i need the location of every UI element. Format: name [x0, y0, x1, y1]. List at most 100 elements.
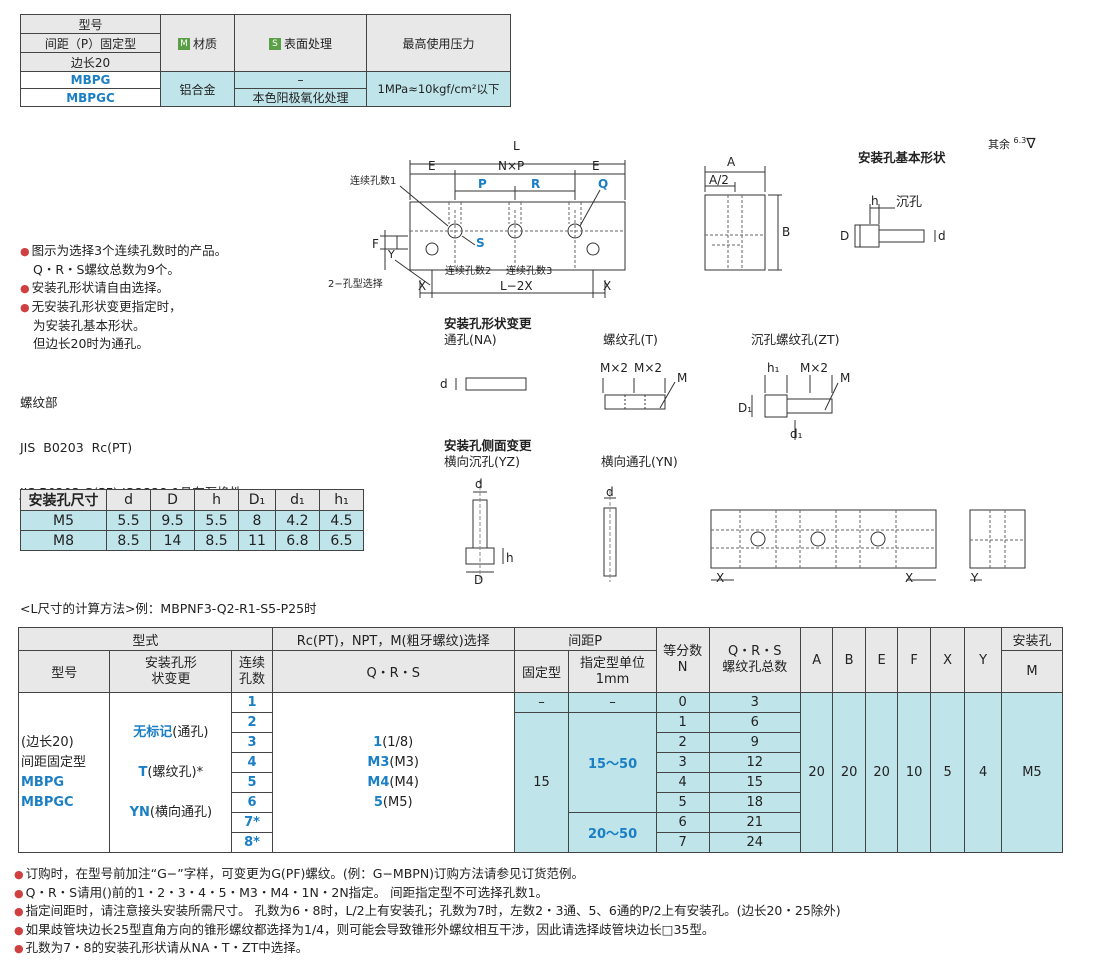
dim-yn-d: d — [606, 485, 614, 499]
main-cont: 1 — [231, 692, 273, 713]
footnotes: ●订购时，在型号前加注“G−”字样，可变更为G(PF)螺纹。(例：G−MBPN)… — [14, 865, 841, 958]
main-header-fixed: 固定型 — [513, 650, 570, 693]
dim-h: h — [871, 194, 879, 208]
label-yz: 横向沉孔(YZ) — [444, 454, 520, 469]
dim-bottom-Y: Y — [970, 571, 979, 585]
label-two-hole: 2−孔型选择 — [328, 277, 383, 290]
dim-header-1: d — [105, 489, 152, 511]
footnote-1: ●订购时，在型号前加注“G−”字样，可变更为G(PF)螺纹。(例：G−MBPN)… — [14, 866, 585, 881]
dim-yz-d: d — [475, 477, 483, 491]
dim-B: B — [782, 225, 790, 239]
dim-Y: Y — [387, 248, 395, 261]
main-cont: 2 — [231, 712, 273, 733]
main-header-total: Q・R・S 螺纹孔总数 — [708, 627, 801, 693]
main-header-model: 型号 — [17, 650, 111, 693]
label-yn: 横向通孔(YN) — [601, 454, 678, 469]
main-qrs-cell: 1(1/8) M3(M3) M4(M4) 5(M5) — [271, 692, 515, 853]
note-2: ●安装孔形状请自由选择。 — [20, 280, 170, 295]
dim-L: L — [513, 139, 520, 153]
label-zt: 沉孔螺纹孔(ZT) — [751, 332, 839, 347]
main-total: 3 — [708, 692, 801, 713]
note-3b: 为安装孔基本形状。 — [33, 318, 146, 333]
notes-left: ●图示为选择3个连续孔数时的产品。 Q・R・S螺纹总数为9个。 ●安装孔形状请自… — [20, 242, 227, 353]
badge-m: M — [177, 38, 190, 50]
main-header-E: E — [864, 627, 899, 693]
note-1: ●图示为选择3个连续孔数时的产品。 — [20, 243, 228, 258]
dim-zt-M: M — [840, 371, 850, 385]
main-val-M: M5 — [1000, 692, 1064, 853]
main-n: 0 — [655, 692, 710, 713]
note-3: ●无安装孔形状变更指定时， — [20, 299, 182, 314]
dim-d1: d₁ — [790, 427, 803, 441]
footnote-5: ●孔数为7・8的安装孔形状请从NA・T・ZT中选择。 — [14, 940, 309, 955]
side-title: 安装孔侧面变更 — [444, 438, 532, 453]
basic-title: 安装孔基本形状 — [858, 150, 946, 165]
label-t: 螺纹孔(T) — [603, 332, 658, 347]
main-header-type: 型式 — [18, 627, 273, 651]
dim-na-d: d — [440, 377, 448, 391]
main-header-X: X — [929, 627, 966, 693]
badge-s: S — [268, 38, 281, 50]
label-lian1: 连续孔数1 — [350, 174, 396, 187]
dim-F: F — [372, 237, 379, 251]
dim-header-6: h₁ — [318, 489, 365, 511]
main-header-pitch: 间距P — [513, 627, 657, 651]
main-total: 18 — [708, 792, 801, 813]
main-val-E: 20 — [864, 692, 899, 853]
spec-surface-2: 本色阳极氧化处理 — [234, 88, 367, 107]
dim-bottom-X-right: X — [905, 571, 913, 585]
main-total: 6 — [708, 712, 801, 733]
main-n: 1 — [655, 712, 710, 733]
main-val-F: 10 — [897, 692, 931, 853]
footnote-2: ●Q・R・S请用()前的1・2・3・4・5・M3・M4・1N・2N指定。 间距指… — [14, 884, 549, 900]
dim-mx2b: M×2 — [634, 361, 662, 375]
dim-D: D — [840, 229, 849, 243]
main-fixed-dash: – — [513, 692, 570, 713]
roughness-note: 其余 6.3∇ — [988, 136, 1036, 152]
note-3c: 但边长20时为通孔。 — [33, 336, 149, 351]
dim-mx2a: M×2 — [600, 361, 628, 375]
dim-L2X: L−2X — [500, 279, 533, 293]
main-n: 3 — [655, 752, 710, 773]
main-header-A: A — [799, 627, 834, 693]
dim-bottom-X-left: X — [716, 571, 724, 585]
label-Q: Q — [598, 177, 608, 191]
main-header-cont: 连续 孔数 — [231, 650, 273, 693]
main-header-F: F — [897, 627, 931, 693]
label-lian3: 连续孔数3 — [506, 264, 552, 277]
dim-zt-mx2: M×2 — [800, 361, 828, 375]
spec-header-pitch: 间距（P）固定型 — [20, 33, 161, 53]
dim-yz-h: h — [506, 551, 514, 565]
spec-model-2: MBPGC — [20, 88, 161, 107]
main-header-mount: 安装孔 — [1000, 627, 1064, 651]
main-unit-dash: – — [568, 692, 657, 713]
dim-E-right: E — [592, 159, 600, 173]
label-S: S — [476, 236, 485, 250]
main-fixed: 15 — [513, 712, 570, 853]
main-val-A: 20 — [799, 692, 834, 853]
spec-pressure: 1MPa≈10kgf/cm²以下 — [366, 71, 511, 107]
dim-h1: h₁ — [767, 361, 780, 375]
dim-NxP: N×P — [498, 159, 524, 173]
label-R: R — [531, 177, 540, 191]
dim-A: A — [727, 155, 736, 169]
main-header-m: M — [1000, 650, 1064, 693]
main-header-B: B — [832, 627, 866, 693]
dim-X-left: X — [418, 279, 426, 293]
counterbore-head — [854, 224, 880, 248]
dim-D1: D₁ — [738, 401, 752, 415]
label-lian2: 连续孔数2 — [445, 264, 491, 277]
main-header-Y: Y — [964, 627, 1002, 693]
main-header-qrs: Q・R・S — [271, 650, 515, 693]
main-cont: 8* — [231, 832, 273, 853]
main-header-sel: Rc(PT)，NPT，M(粗牙螺纹)选择 — [271, 627, 515, 651]
main-unit-2: 20～50 — [568, 812, 657, 853]
block-bottom-side-view — [969, 509, 1026, 569]
dim-yz-D: D — [474, 573, 483, 587]
dim-header-2: D — [150, 489, 196, 511]
main-val-Y: 4 — [964, 692, 1002, 853]
label-chenkong: 沉孔 — [896, 195, 922, 210]
